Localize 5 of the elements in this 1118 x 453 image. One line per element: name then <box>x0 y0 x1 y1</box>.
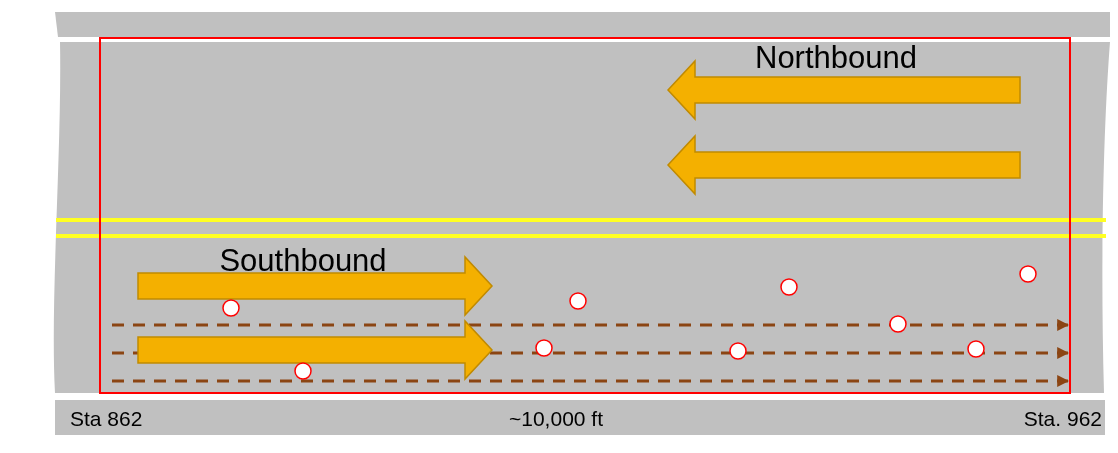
station-label: Sta. 962 <box>1023 408 1102 429</box>
direction-label: Southbound <box>219 245 387 276</box>
direction-label: Northbound <box>755 42 917 73</box>
station-label: ~10,000 ft <box>509 408 603 429</box>
station-label: Sta 862 <box>70 408 143 429</box>
